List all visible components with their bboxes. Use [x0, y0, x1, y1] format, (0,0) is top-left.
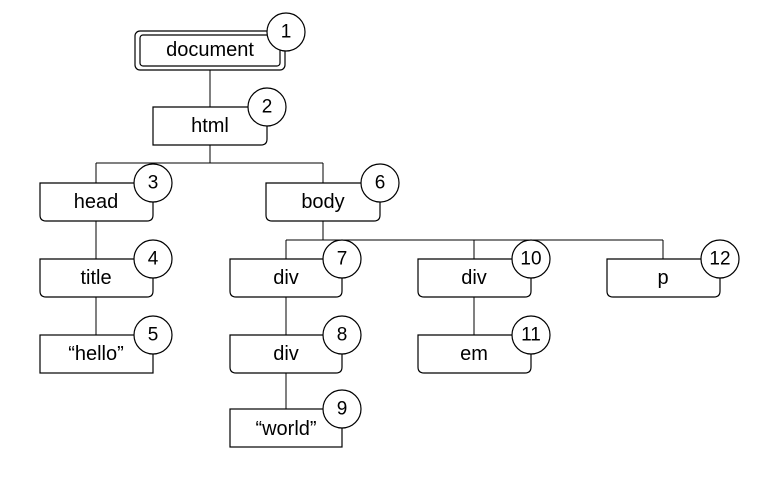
number-badge [133, 163, 173, 203]
number-badge [322, 315, 362, 355]
number-badge [511, 315, 551, 355]
node-label: div [273, 267, 299, 289]
node-number: 4 [148, 249, 159, 270]
node-label: div [273, 343, 299, 365]
node-number: 8 [337, 325, 348, 346]
edge-html-children [95, 145, 324, 183]
node-label: “hello” [68, 343, 124, 365]
node-document: document 1 [134, 12, 306, 71]
number-badge [322, 239, 362, 279]
node-label: body [301, 191, 344, 213]
number-badge [360, 163, 400, 203]
node-label: title [80, 267, 111, 289]
number-badge [133, 239, 173, 279]
number-badge [266, 12, 306, 52]
node-label: document [166, 39, 254, 61]
node-number: 1 [281, 22, 292, 43]
node-number: 10 [520, 249, 541, 270]
node-number: 3 [148, 173, 159, 194]
node-div-7: div 7 [229, 239, 362, 298]
number-badge [700, 239, 740, 279]
node-label: em [460, 343, 488, 365]
node-title: title 4 [39, 239, 173, 298]
node-number: 9 [337, 399, 348, 420]
number-badge [247, 87, 287, 127]
node-label: div [461, 267, 487, 289]
node-number: 5 [148, 325, 159, 346]
edge-body-children [285, 221, 664, 259]
node-div-10: div 10 [417, 239, 551, 298]
node-body: body 6 [265, 163, 400, 222]
node-p: p 12 [606, 239, 740, 298]
node-number: 12 [709, 249, 730, 270]
node-label: html [191, 115, 229, 137]
node-number: 6 [375, 173, 386, 194]
node-number: 7 [337, 249, 348, 270]
node-html: html 2 [152, 87, 287, 146]
node-head: head 3 [39, 163, 173, 222]
tree-edges [95, 69, 664, 409]
node-label: p [657, 267, 668, 289]
number-badge [133, 315, 173, 355]
node-number: 2 [262, 97, 273, 118]
node-label: “world” [255, 418, 316, 440]
node-text-hello: “hello” 5 [39, 315, 173, 374]
node-div-8: div 8 [229, 315, 362, 374]
number-badge [511, 239, 551, 279]
number-badge [322, 389, 362, 429]
node-text-world: “world” 9 [229, 389, 362, 448]
node-label: head [74, 191, 119, 213]
node-number: 11 [521, 325, 541, 346]
node-em: em 11 [417, 315, 551, 374]
